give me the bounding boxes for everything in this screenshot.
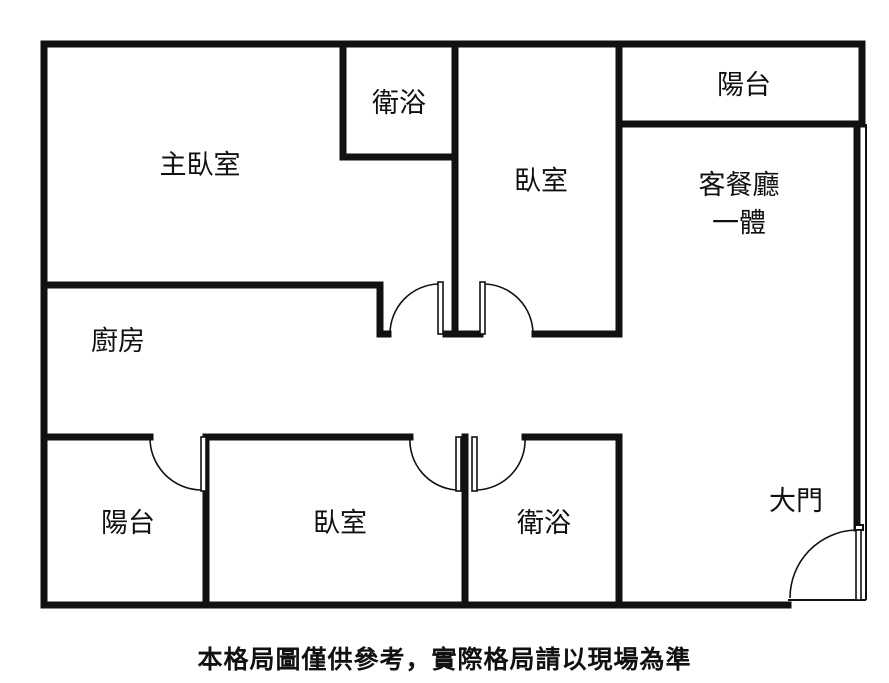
entrance-frame [788, 124, 867, 601]
door-leaf [479, 281, 486, 335]
label-balcony-bottom: 陽台 [101, 508, 155, 539]
label-living-dining-line2: 一體 [712, 208, 766, 239]
door-leaf [200, 436, 207, 492]
label-main-door: 大門 [769, 486, 823, 517]
label-kitchen: 廚房 [91, 326, 145, 357]
door-swing [484, 283, 534, 335]
door-swing [789, 529, 857, 599]
label-bedroom-bottom: 臥室 [313, 508, 367, 539]
label-bathroom-bottom: 衛浴 [517, 508, 571, 539]
label-bathroom-top: 衛浴 [372, 88, 426, 119]
door-master-bedroom[interactable] [389, 281, 444, 335]
door-swing [389, 283, 439, 335]
label-master-bedroom: 主臥室 [160, 150, 241, 181]
door-bathroom-bottom[interactable] [471, 436, 526, 492]
door-leaf [855, 529, 862, 601]
door-leaf [455, 436, 462, 492]
walls [40, 40, 866, 609]
door-leaf [471, 436, 478, 492]
door-swing [476, 436, 526, 491]
door-swing [149, 436, 202, 491]
doors [149, 281, 862, 601]
door-swing [409, 436, 457, 491]
disclaimer-text: 本格局圖僅供參考，實際格局請以現場為準 [197, 645, 692, 674]
room-labels: 主臥室 衛浴 臥室 陽台 客餐廳 一體 廚房 陽台 臥室 衛浴 大門 [91, 70, 823, 539]
door-balcony-bottom[interactable] [149, 436, 207, 492]
floor-plan: 主臥室 衛浴 臥室 陽台 客餐廳 一體 廚房 陽台 臥室 衛浴 大門 [40, 40, 867, 609]
door-bedroom-top[interactable] [479, 281, 534, 335]
door-main-entrance[interactable] [789, 529, 862, 601]
door-bedroom-bottom[interactable] [409, 436, 462, 492]
door-leaf [437, 281, 444, 335]
label-living-dining-line1: 客餐廳 [699, 170, 780, 201]
label-bedroom-top: 臥室 [514, 166, 568, 197]
label-balcony-top: 陽台 [717, 70, 771, 101]
